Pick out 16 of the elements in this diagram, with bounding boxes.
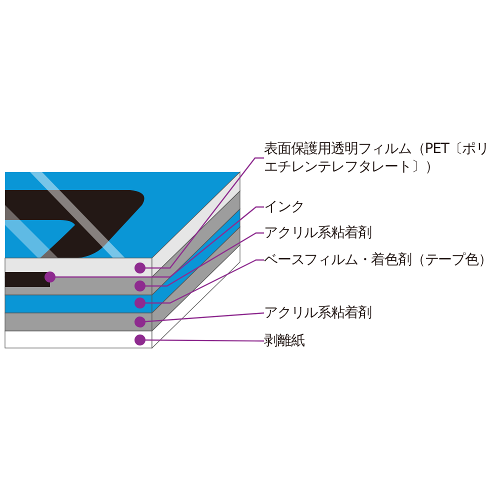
release-paper-layer [4, 244, 240, 349]
layer-label: アクリル系粘着剤 [264, 224, 498, 242]
leader-line [134, 232, 264, 292]
ink-strip [5, 272, 50, 287]
layer-label: インク [264, 198, 498, 216]
leader-line [134, 312, 264, 328]
base-film-layer [4, 208, 240, 314]
layer-label: アクリル系粘着剤 [264, 304, 498, 322]
leader-line [134, 259, 264, 308]
layer-label: 表面保護用透明フィルム（PET〔ポリエチレンテレフタレート〕） [264, 140, 498, 176]
leader-line [134, 157, 264, 274]
leader-line [134, 334, 264, 346]
adhesive-layer [4, 226, 240, 332]
layer-label: 剥離紙 [264, 332, 498, 350]
leader-line [44, 206, 264, 282]
layer-label: ベースフィルム・着色剤（テープ色） [264, 251, 498, 269]
